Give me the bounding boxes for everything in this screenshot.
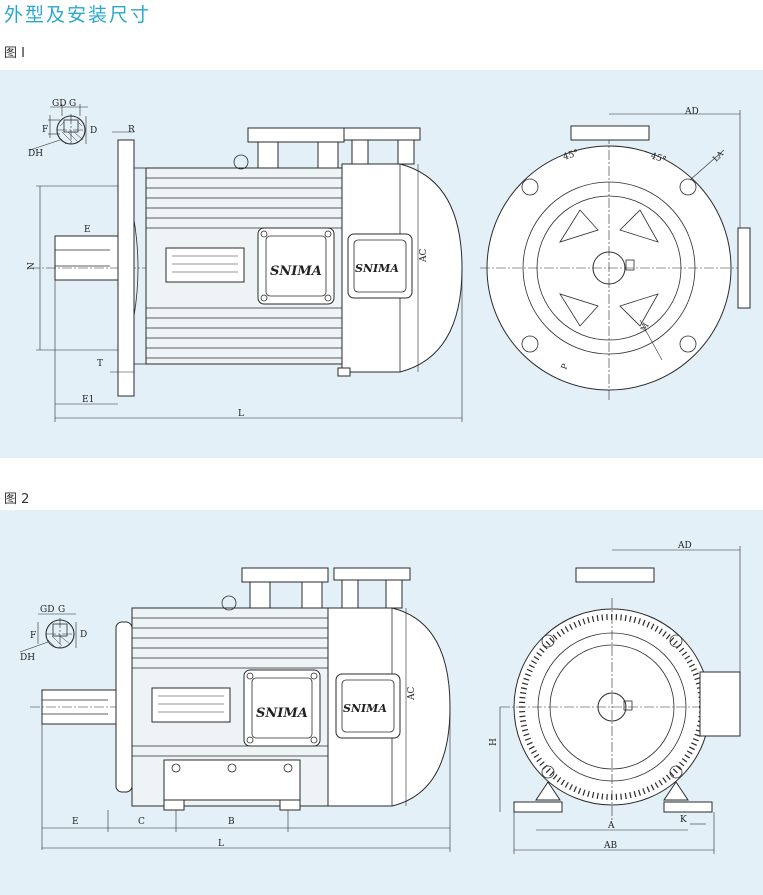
label-E1: E1 (82, 395, 94, 405)
label-B-2: B (228, 817, 235, 827)
label-AD: AD (684, 107, 699, 117)
figure-1-panel: GD G F D DH SNIMA (0, 70, 763, 458)
label-L: L (238, 409, 244, 419)
label-M: M (639, 321, 651, 333)
label-DH: DH (28, 149, 43, 159)
cable-glands (233, 127, 421, 170)
figure-2-caption: 图 2 (4, 492, 30, 507)
end-view-fig2: AD H A AB K (489, 541, 741, 854)
label-L-2: L (218, 839, 224, 849)
terminal-logo-2: SNIMA (355, 262, 399, 275)
label-LA: LA (711, 149, 725, 163)
label-GD-2: GD (40, 605, 54, 615)
label-AC: AC (419, 249, 429, 263)
figure-1-drawing: GD G F D DH SNIMA (27, 99, 751, 422)
label-GD: GD (52, 99, 66, 109)
label-P: P (559, 362, 570, 371)
figure-2-drawing: GD G F D DH SNIMA (19, 541, 741, 854)
label-T: T (97, 359, 103, 369)
dimensions-fig1: N E R T E1 L AC (27, 125, 463, 422)
label-G: G (69, 99, 76, 109)
label-angle-left: 45° (562, 148, 580, 162)
fan-cover: SNIMA (337, 163, 463, 377)
end-view-fig1: AD 45° 45° LA M P (480, 107, 751, 402)
label-D-2: D (80, 630, 87, 640)
terminal-logo-1: SNIMA (270, 264, 322, 279)
label-N: N (27, 262, 37, 270)
flange (117, 139, 139, 397)
motor-side-view-2: SNIMA SNIMA (30, 567, 451, 811)
terminal-logo-4: SNIMA (343, 702, 387, 715)
label-angle-right: 45° (649, 151, 667, 165)
label-G-2: G (58, 605, 65, 615)
label-A-2: A (607, 821, 615, 831)
page-title: 外型及安装尺寸 (4, 4, 152, 26)
label-E-2: E (72, 817, 79, 827)
figure-1-caption: 图 I (4, 46, 25, 61)
label-R: R (128, 125, 135, 135)
label-AC-2: AC (407, 687, 417, 701)
label-C-2: C (138, 817, 145, 827)
label-E: E (84, 225, 91, 235)
motor-body: SNIMA (134, 167, 343, 365)
label-DH-2: DH (20, 653, 35, 663)
label-F: F (42, 125, 48, 135)
shaft-key-detail-2: GD G F D DH (19, 605, 87, 663)
label-H-2: H (489, 738, 499, 746)
label-K-2: K (680, 815, 687, 825)
label-F-2: F (30, 631, 36, 641)
terminal-logo-3: SNIMA (256, 706, 308, 721)
label-D: D (90, 126, 97, 136)
shaft-key-detail: GD G F D DH (28, 99, 97, 159)
dimensions-fig2: E C B L AC (41, 608, 451, 852)
figure-2-panel: GD G F D DH SNIMA (0, 510, 763, 895)
label-AB-2: AB (603, 841, 617, 851)
label-AD-2: AD (677, 541, 692, 551)
